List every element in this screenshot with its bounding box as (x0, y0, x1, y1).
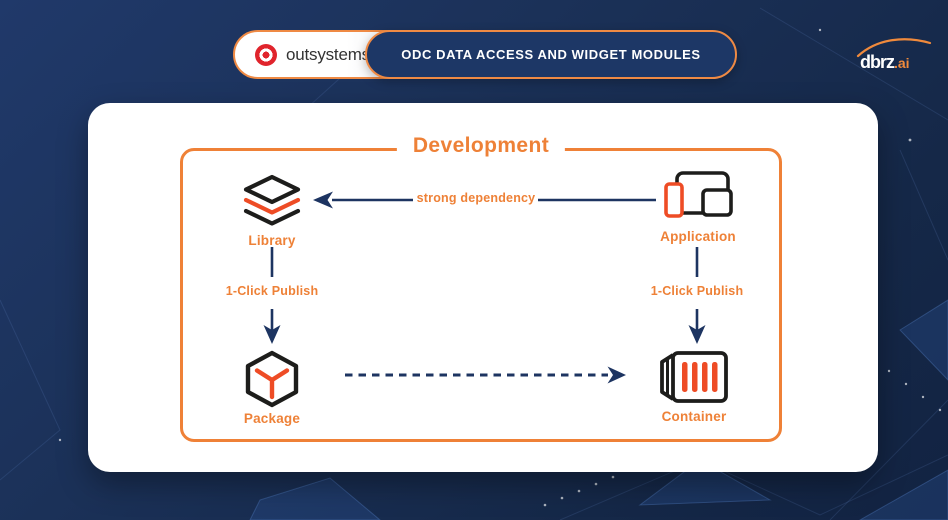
edge-label-publish-left: 1-Click Publish (225, 284, 319, 298)
node-label-package: Package (243, 411, 301, 426)
development-frame: Development (180, 134, 782, 442)
dbrz-logo-text: dbrz.ai (860, 52, 910, 73)
arrowhead-right-icon (607, 366, 626, 384)
node-label-library: Library (248, 233, 296, 248)
dbrz-logo: dbrz.ai (856, 38, 932, 82)
layers-icon (243, 174, 301, 226)
package-hexagon-icon (245, 350, 299, 408)
edge-label-strong-dependency: strong dependency (416, 191, 536, 205)
dbrz-suffix: .ai (894, 55, 910, 71)
node-application: Application (638, 169, 758, 244)
node-library: Library (212, 173, 332, 248)
arrowhead-down-left-icon (263, 325, 281, 344)
arrowhead-down-right-icon (688, 325, 706, 344)
brand-name: outsystems (286, 44, 370, 64)
page-title: ODC DATA ACCESS AND WIDGET MODULES (401, 47, 701, 62)
edge-label-publish-right: 1-Click Publish (650, 284, 744, 298)
diagram-card: Development (88, 103, 878, 472)
outsystems-logo-icon (255, 43, 277, 66)
dbrz-word: dbrz (860, 52, 895, 72)
node-container: Container (634, 349, 754, 424)
diagram-arrows (263, 191, 706, 384)
shipping-container-icon (660, 351, 728, 403)
arrowhead-left-icon (313, 191, 333, 209)
node-label-container: Container (661, 409, 727, 424)
node-label-application: Application (660, 229, 736, 244)
devices-icon (664, 171, 733, 218)
dbrz-swoosh-icon (856, 38, 932, 58)
title-pill: ODC DATA ACCESS AND WIDGET MODULES (365, 30, 737, 79)
node-package: Package (212, 350, 332, 426)
frame-title: Development (396, 134, 566, 158)
